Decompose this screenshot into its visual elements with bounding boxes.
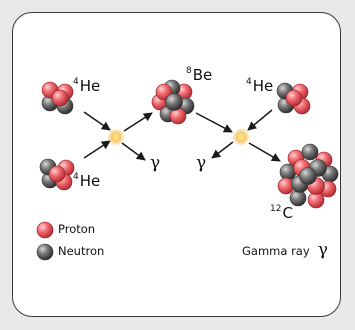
label-he4-bottom-symbol: He — [79, 172, 101, 190]
label-he4-right-symbol: He — [252, 77, 274, 95]
label-c12-mass: 12 — [270, 204, 282, 214]
gamma-photon-1: γ — [150, 153, 161, 173]
arrow-fusion-2-to-gamma — [211, 141, 234, 159]
label-be8-symbol: Be — [192, 66, 213, 84]
he4-nucleus-top — [41, 81, 74, 115]
legend-gamma-symbol: γ — [317, 240, 328, 260]
reaction-arrows — [83, 109, 281, 162]
arrow-be8-to-fusion-2 — [195, 112, 233, 133]
label-he4-top-symbol: He — [79, 77, 101, 95]
gamma-photon-2: γ — [196, 153, 207, 173]
arrow-he4-right-to-fusion-2 — [247, 109, 273, 131]
legend-gamma-label: Gamma ray — [242, 244, 310, 258]
label-he4-right-mass: 4 — [246, 77, 252, 87]
label-he4-right: 4He — [246, 77, 273, 95]
he4-nucleus-right — [276, 82, 311, 115]
fusion-flash-1-core — [112, 133, 120, 141]
fusion-flash-2-core — [237, 133, 245, 141]
c12-nucleus — [277, 143, 339, 209]
legend-neutron-sphere — [36, 243, 54, 261]
legend-gamma: Gamma ray γ — [242, 240, 328, 260]
legend-neutron-label: Neutron — [58, 244, 105, 258]
label-he4-top: 4He — [73, 77, 100, 95]
label-c12-symbol: C — [282, 204, 293, 222]
label-he4-bottom: 4He — [73, 172, 100, 190]
legend-proton-sphere — [36, 221, 54, 239]
label-he4-bottom-mass: 4 — [73, 172, 79, 182]
he4-nucleus-bottom — [39, 158, 75, 191]
arrow-fusion-1-to-be8 — [123, 112, 153, 132]
arrow-he4-bottom-to-fusion-1 — [83, 140, 111, 159]
arrow-fusion-1-to-gamma — [121, 142, 146, 161]
label-be8: 8Be — [186, 66, 212, 84]
label-be8-mass: 8 — [186, 66, 192, 76]
be8-nucleus — [151, 79, 195, 125]
legend-proton-label: Proton — [58, 222, 96, 236]
arrow-he4-top-to-fusion-1 — [83, 111, 111, 131]
label-c12: 12C — [270, 204, 293, 222]
label-he4-top-mass: 4 — [73, 77, 79, 87]
arrow-fusion-2-to-c12 — [248, 142, 281, 162]
